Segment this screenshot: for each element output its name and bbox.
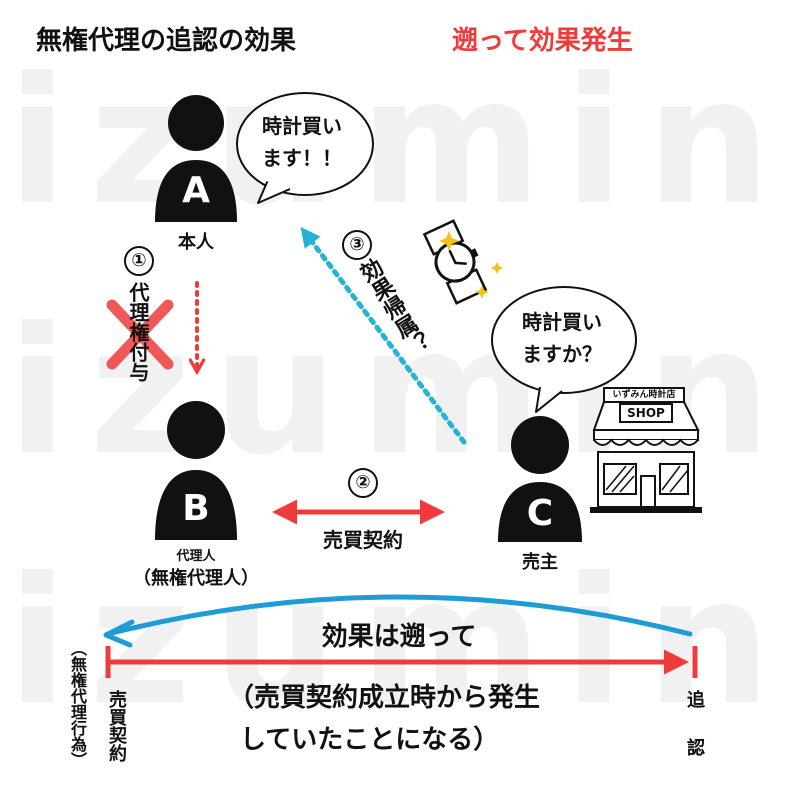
step-one-number: ① [124, 246, 154, 276]
person-c-icon [498, 416, 582, 542]
watch-icon [422, 219, 488, 305]
timeline-start-label: 売買契約 [106, 690, 127, 762]
person-b-letter: B [182, 488, 210, 529]
person-a-icon [155, 95, 237, 222]
step-three-number: ③ [342, 230, 372, 260]
person-a-letter: A [182, 170, 210, 211]
person-c-letter: C [526, 493, 554, 534]
x-mark-icon [106, 299, 174, 370]
speech-bubble-a-icon [236, 92, 374, 204]
person-c-caption: 売主 [522, 552, 558, 573]
person-b-icon [155, 401, 237, 540]
timeline-end-label: 追認 [684, 690, 705, 786]
diagram-subtitle: 遡って効果発生 [452, 26, 633, 56]
effect-arrow [300, 226, 467, 445]
retroactive-arc [105, 594, 693, 637]
step-two-number: ② [348, 468, 378, 498]
timeline-start-paren: （無権代理行為） [68, 640, 87, 768]
bubble-c-line2: ますか？ [522, 342, 602, 366]
arc-label: 効果は遡って [321, 622, 477, 652]
result-line-1: （売買契約成立時から発生 [228, 683, 541, 713]
person-b-note: （無権代理人） [133, 568, 259, 589]
bubble-c-text: 時計買い ますか？ [522, 306, 632, 370]
bubble-a-line1: 時計買い [262, 114, 342, 138]
step-one-label: 代理権付与 [126, 282, 150, 382]
person-b-caption: 代理人 [176, 549, 216, 564]
shop-name: いずみん時計店 [612, 390, 676, 400]
result-line-2: していたことになる） [240, 725, 500, 755]
shop-icon [590, 387, 702, 513]
arc-arrowhead [103, 619, 135, 648]
watermark-text-top: izumin [7, 41, 793, 244]
shop-sign: SHOP [627, 406, 665, 420]
sparkle-icon [439, 231, 503, 299]
diagram-title: 無権代理の追認の効果 [36, 26, 297, 56]
bubble-c-line1: 時計買い [522, 310, 602, 334]
person-a-caption: 本人 [178, 232, 214, 253]
watermark-text-bottom: izumin [7, 541, 793, 744]
step-two-label: 売買契約 [323, 528, 403, 552]
bubble-a-text: 時計買い ます！！ [262, 110, 372, 174]
speech-bubble-c-icon [491, 286, 637, 413]
bubble-a-line2: ます！！ [262, 146, 342, 170]
